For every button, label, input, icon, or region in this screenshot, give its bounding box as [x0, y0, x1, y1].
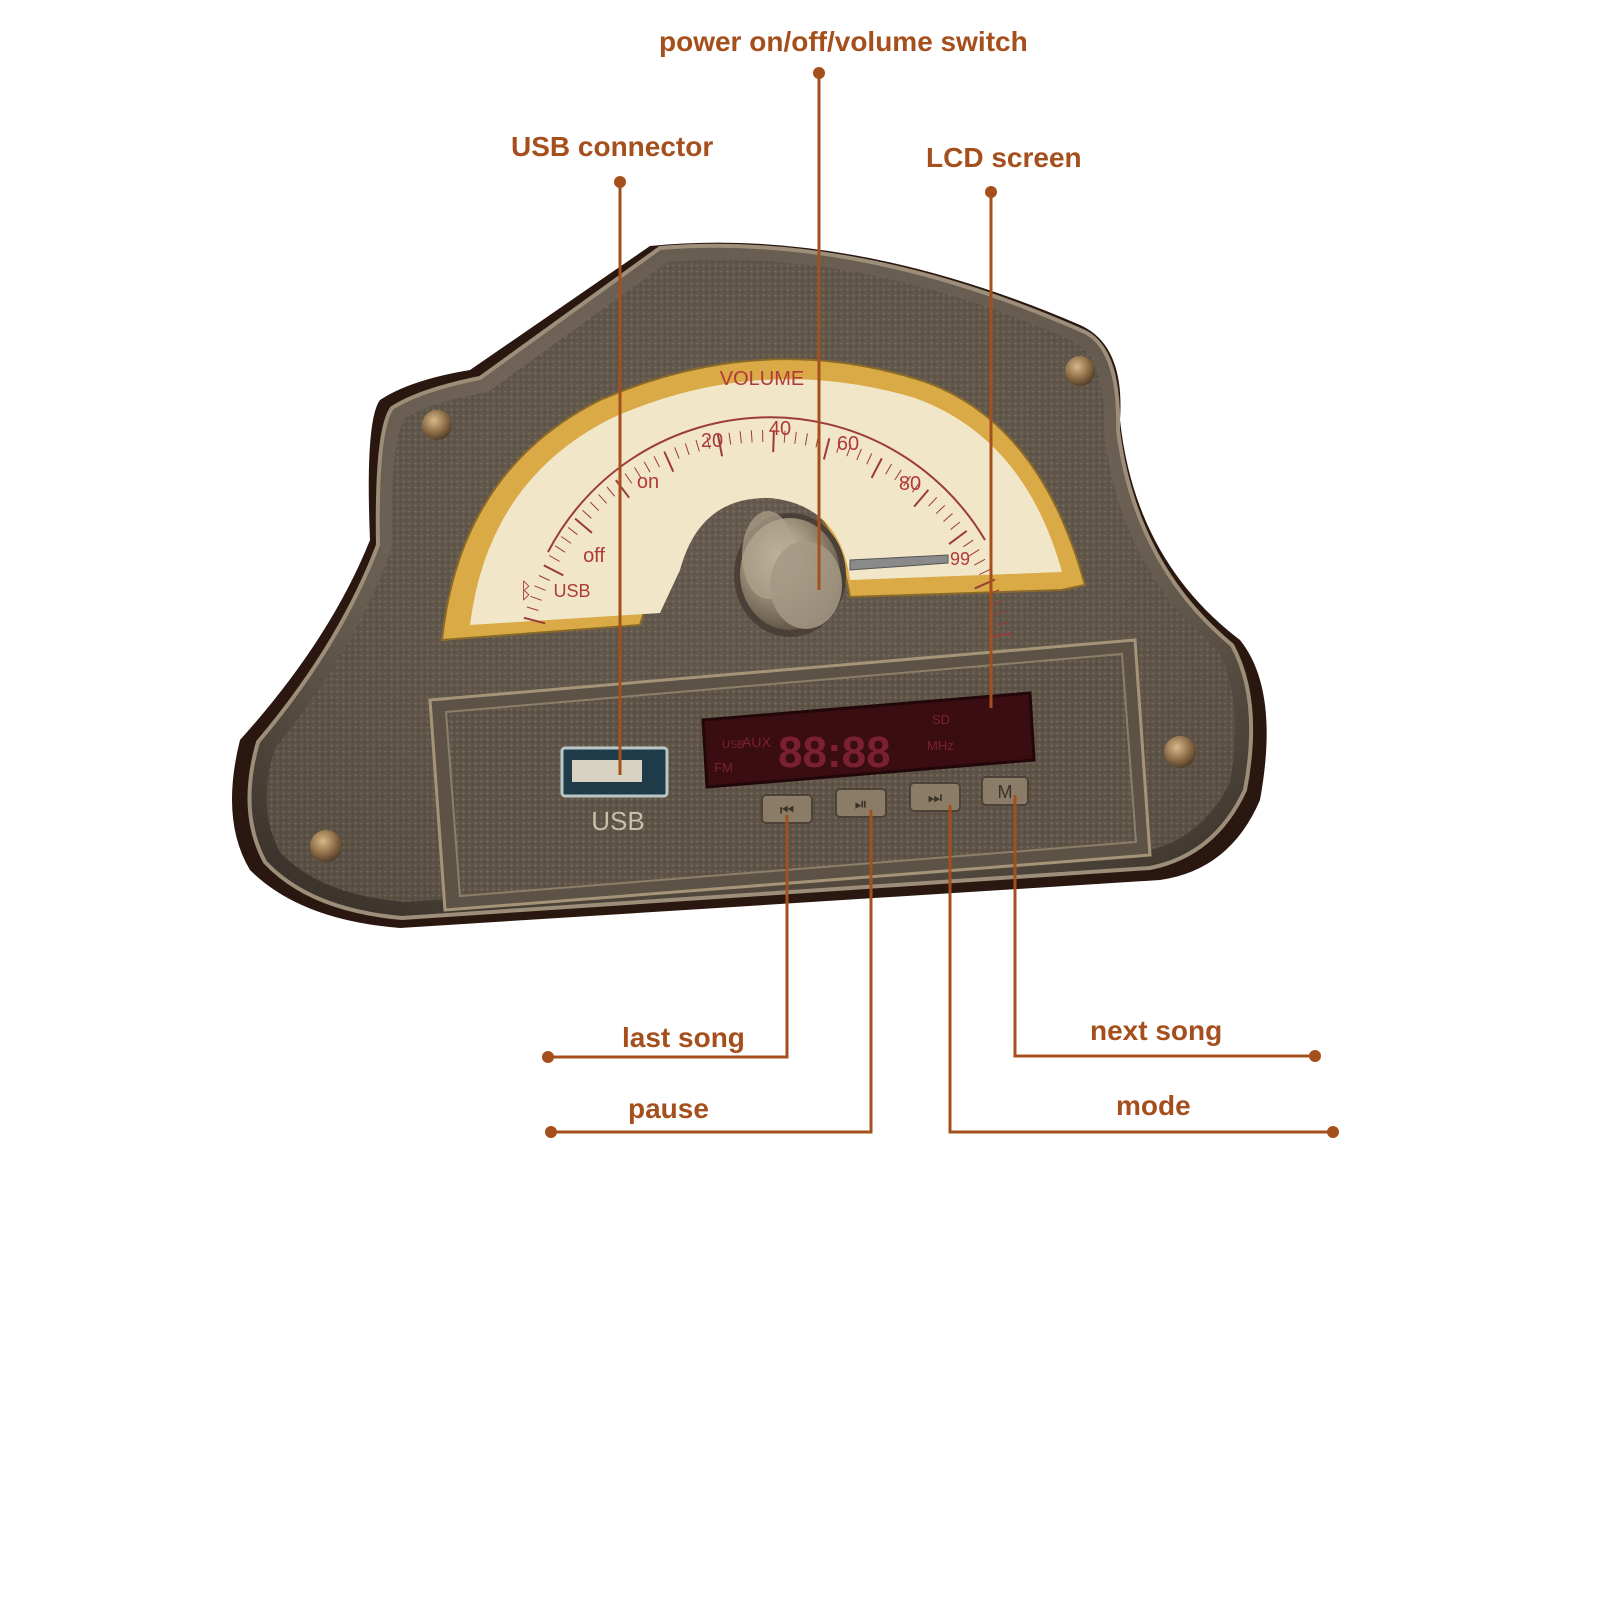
dial-tick-label: 40: [769, 418, 791, 440]
callout-dot: [985, 186, 997, 198]
mode-icon: M: [998, 782, 1013, 802]
callout-dot: [614, 176, 626, 188]
lcd-mhz: MHz: [927, 738, 954, 753]
callout-dot: [1327, 1126, 1339, 1138]
power-switch-label: power on/off/volume switch: [659, 26, 1028, 58]
usb-connector-label: USB connector: [511, 131, 713, 163]
rivet: [1065, 356, 1095, 386]
next-song-button[interactable]: ⏭: [910, 783, 960, 811]
callout-dot: [813, 67, 825, 79]
usb-port-tongue: [572, 760, 642, 782]
callout-dot: [545, 1126, 557, 1138]
mode-label: mode: [1116, 1090, 1191, 1122]
mode-button[interactable]: M: [982, 777, 1028, 805]
last-song-label: last song: [622, 1022, 745, 1054]
lcd-screen-label: LCD screen: [926, 142, 1082, 174]
pause-label: pause: [628, 1093, 709, 1125]
callout-dot: [542, 1051, 554, 1063]
lcd-sd: SD: [932, 712, 950, 727]
dial-on-label: on: [637, 471, 659, 493]
dial-tick-label: 99: [950, 549, 970, 569]
dial-usb-label: USB: [553, 581, 590, 601]
lcd-digits: 88:88: [778, 728, 891, 777]
dial-tick-label: 20: [701, 430, 723, 452]
lcd-aux: AUX: [742, 734, 771, 750]
rivet: [1164, 736, 1196, 768]
dial-title: VOLUME: [720, 368, 804, 390]
dial-tick-label: 80: [899, 473, 921, 495]
usb-port-label: USB: [591, 806, 644, 836]
callout-dot: [1309, 1050, 1321, 1062]
lcd-fm: FM: [714, 760, 733, 775]
next-icon: ⏭: [928, 790, 942, 807]
dial-tick-label: 60: [837, 433, 859, 455]
play-pause-icon: ⏯: [855, 796, 868, 813]
dial-off-label: off: [583, 545, 605, 567]
next-song-label: next song: [1090, 1015, 1222, 1047]
pause-button[interactable]: ⏯: [836, 789, 886, 817]
rivet: [422, 410, 452, 440]
bluetooth-icon: ᛒ: [519, 578, 532, 603]
rivet: [310, 830, 342, 862]
